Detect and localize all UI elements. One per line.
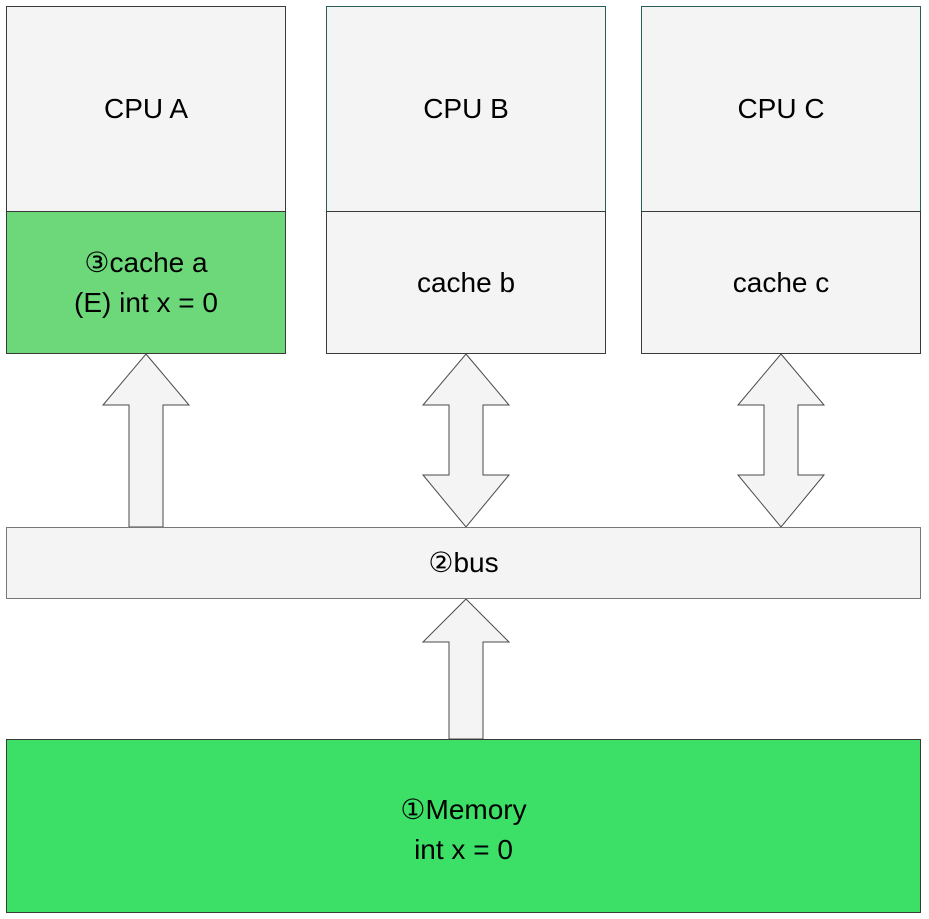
cache-a-title: ③cache a (84, 246, 208, 278)
cache-a-state: (E) int x = 0 (74, 286, 218, 318)
bus-label: ②bus (428, 547, 499, 578)
arrow-bus-cache-b-icon (421, 353, 511, 528)
cpu-a-box: CPU A (6, 6, 286, 212)
cache-b-box: cache b (326, 211, 606, 354)
cache-c-box: cache c (641, 211, 921, 354)
memory-title: ①Memory (400, 794, 527, 825)
cache-a-box: ③cache a (E) int x = 0 (6, 211, 286, 354)
cpu-a-label: CPU A (103, 93, 189, 124)
memory-value: int x = 0 (414, 834, 513, 865)
cpu-b-label: CPU B (423, 93, 509, 124)
cpu-c-box: CPU C (641, 6, 921, 212)
cache-b-title: cache b (416, 266, 516, 298)
memory-box: ①Memory int x = 0 (6, 739, 921, 913)
cpu-c-label: CPU C (737, 93, 825, 124)
cache-c-title: cache c (732, 266, 830, 298)
arrow-bus-cache-c-icon (736, 353, 826, 528)
arrow-memory-to-bus-icon (421, 598, 511, 740)
bus-box: ②bus (6, 527, 921, 599)
arrow-bus-to-cache-a-icon (101, 353, 191, 528)
cpu-b-box: CPU B (326, 6, 606, 212)
